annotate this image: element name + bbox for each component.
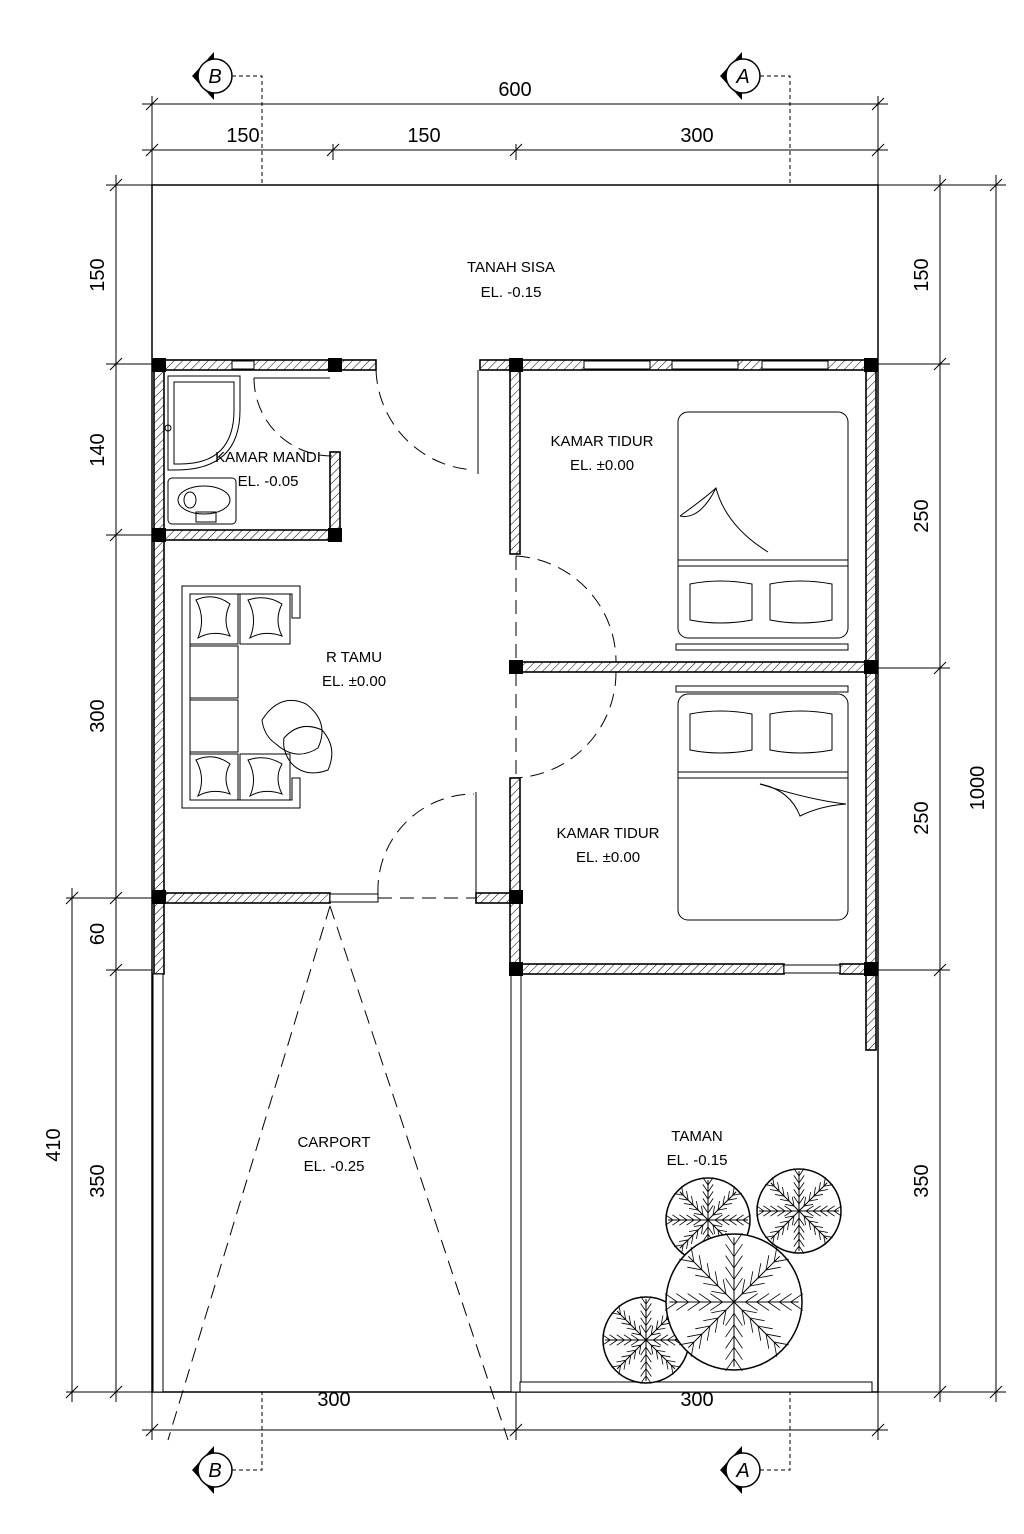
bed-icon-2 xyxy=(675,685,849,921)
room-elevation: EL. -0.05 xyxy=(238,473,299,490)
dim-right-1: 150 xyxy=(911,258,933,291)
tree-icon xyxy=(664,1232,804,1372)
section-marker-b-bottom: B xyxy=(192,1392,263,1494)
carport-car-outline xyxy=(167,905,509,1441)
room-label-carport: CARPORT EL. -0.25 xyxy=(297,1134,370,1175)
dim-top-seg-1: 150 xyxy=(226,125,259,147)
tree-icon xyxy=(756,1168,842,1254)
doors xyxy=(253,369,617,899)
room-name: TAMAN xyxy=(671,1128,722,1145)
dim-bottom-seg-1: 300 xyxy=(317,1389,350,1411)
dim-left-4: 60 xyxy=(87,923,109,945)
room-label-taman: TAMAN EL. -0.15 xyxy=(667,1128,728,1169)
room-name: R TAMU xyxy=(326,649,382,666)
room-label-kamar-tidur-2: KAMAR TIDUR EL. ±0.00 xyxy=(556,825,659,866)
windows xyxy=(231,360,841,974)
toilet-icon xyxy=(167,477,237,525)
right-dimensions: 150 250 250 350 1000 xyxy=(878,175,1006,1402)
tree-icon xyxy=(602,1168,842,1384)
section-label: B xyxy=(208,66,221,88)
room-name: KAMAR MANDI xyxy=(215,449,321,466)
room-name: KAMAR TIDUR xyxy=(556,825,659,842)
bed-icon-1 xyxy=(675,411,849,651)
dim-top-total: 600 xyxy=(498,79,531,101)
dim-right-3: 250 xyxy=(911,801,933,834)
room-elevation: EL. -0.25 xyxy=(304,1158,365,1175)
shower-icon xyxy=(164,375,241,471)
room-label-r-tamu: R TAMU EL. ±0.00 xyxy=(322,649,386,690)
room-elevation: EL. ±0.00 xyxy=(570,457,634,474)
dim-left-2: 140 xyxy=(87,433,109,466)
section-marker-b-top: B xyxy=(192,52,263,185)
dim-left-outer: 410 xyxy=(43,1128,65,1161)
dim-bottom-seg-2: 300 xyxy=(680,1389,713,1411)
dim-left-3: 300 xyxy=(87,699,109,732)
dim-left-1: 150 xyxy=(87,258,109,291)
left-dimensions: 150 140 300 60 350 410 xyxy=(43,175,152,1402)
tree-icon xyxy=(602,1296,690,1384)
dim-right-4: 350 xyxy=(911,1164,933,1197)
dim-top-seg-2: 150 xyxy=(407,125,440,147)
room-elevation: EL. -0.15 xyxy=(481,284,542,301)
dim-left-5: 350 xyxy=(87,1164,109,1197)
room-elevation: EL. -0.15 xyxy=(667,1152,728,1169)
bottom-dimensions: 300 300 xyxy=(142,1389,888,1440)
room-name: TANAH SISA xyxy=(467,259,555,276)
room-name: CARPORT xyxy=(297,1134,370,1151)
top-dimensions: 600 150 150 300 xyxy=(142,79,888,185)
room-elevation: EL. ±0.00 xyxy=(576,849,640,866)
dim-top-seg-3: 300 xyxy=(680,125,713,147)
section-marker-a-top: A xyxy=(720,52,791,185)
columns xyxy=(152,358,878,976)
dim-right-2: 250 xyxy=(911,499,933,532)
section-label: B xyxy=(208,1460,221,1482)
section-label: A xyxy=(735,66,749,88)
room-elevation: EL. ±0.00 xyxy=(322,673,386,690)
room-label-kamar-mandi: KAMAR MANDI EL. -0.05 xyxy=(215,449,321,490)
section-marker-a-bottom: A xyxy=(720,1392,791,1494)
room-name: KAMAR TIDUR xyxy=(550,433,653,450)
dim-right-total: 1000 xyxy=(967,766,989,811)
room-label-tanah-sisa: TANAH SISA EL. -0.15 xyxy=(467,259,555,301)
section-label: A xyxy=(735,1460,749,1482)
room-label-kamar-tidur-1: KAMAR TIDUR EL. ±0.00 xyxy=(550,433,653,474)
sofa-icon xyxy=(181,585,333,809)
